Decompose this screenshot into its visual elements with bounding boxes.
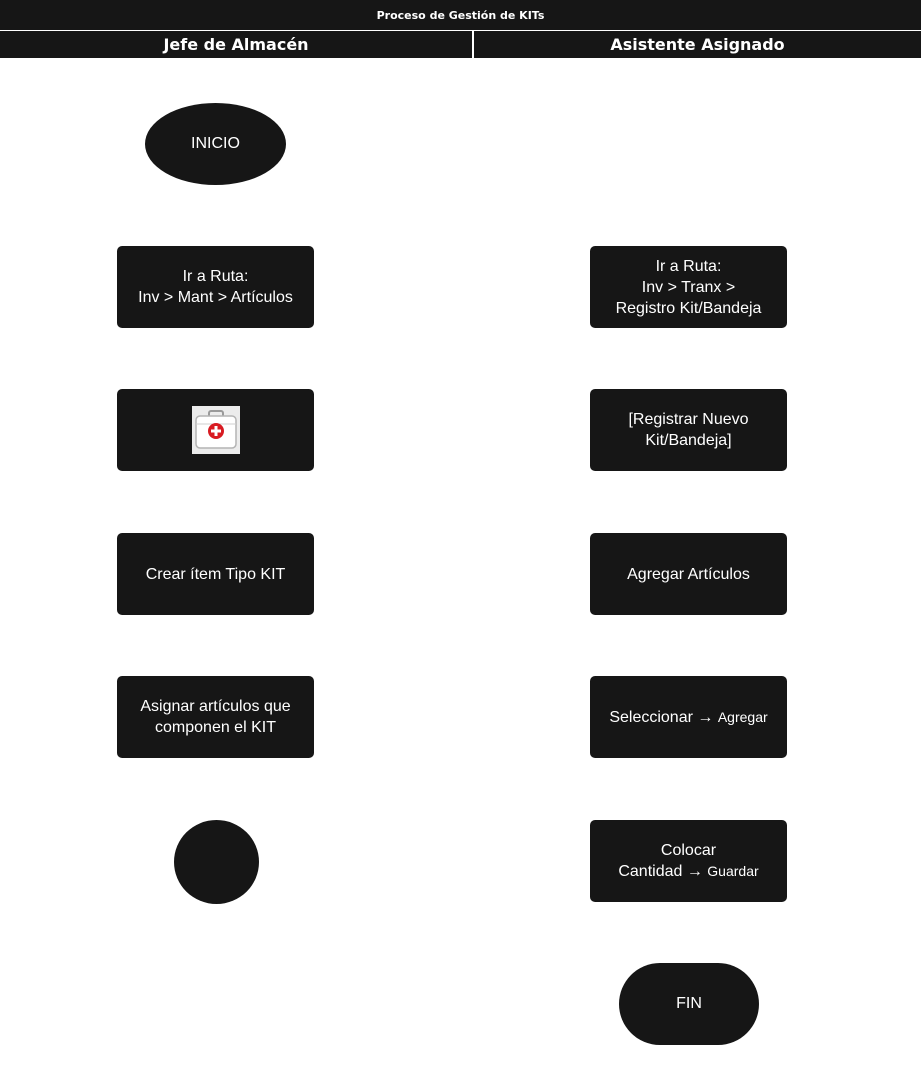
left-route-line1: Ir a Ruta:: [182, 268, 249, 285]
arrow-icon: →: [697, 708, 714, 726]
right-route-line3: Registro Kit/Bandeja: [615, 299, 762, 317]
save-label: Guardar: [707, 863, 759, 879]
right-route-line1: Ir a Ruta:: [655, 257, 722, 275]
register-kit-line1: [Registrar Nuevo: [628, 411, 749, 428]
end-circle: [174, 820, 259, 904]
arrow-icon: →: [686, 863, 703, 880]
start-label: INICIO: [191, 135, 240, 152]
select-label: Seleccionar: [609, 708, 693, 726]
left-route-line2: Inv > Mant > Artículos: [138, 289, 293, 306]
right-route-step: Ir a Ruta: Inv > Tranx > Registro Kit/Ba…: [590, 246, 787, 328]
lane-header-jefe-almacen: Jefe de Almacén: [0, 31, 474, 58]
create-kit-item-label: Crear ítem Tipo KIT: [145, 565, 286, 583]
add-label: Agregar: [717, 708, 768, 725]
assign-articles-line1: Asignar artículos que: [140, 698, 291, 715]
register-kit-line2: Kit/Bandeja]: [645, 432, 732, 449]
lane-header-asistente-asignado: Asistente Asignado: [474, 31, 921, 58]
start-node: INICIO: [145, 103, 286, 185]
end-node: FIN: [619, 963, 759, 1045]
create-kit-item-step: Crear ítem Tipo KIT: [117, 533, 314, 615]
select-add-step: Seleccionar → Agregar: [590, 676, 787, 758]
quantity-save-step: Colocar Cantidad → Guardar: [590, 820, 787, 902]
register-kit-step: [Registrar Nuevo Kit/Bandeja]: [590, 389, 787, 471]
kit-icon-step: [117, 389, 314, 471]
quantity-line1: Colocar: [660, 842, 717, 859]
quantity-label: Cantidad: [618, 863, 683, 880]
first-aid-kit-icon: [191, 406, 240, 454]
right-route-line2: Inv > Tranx >: [641, 278, 736, 296]
add-articles-step: Agregar Artículos: [590, 533, 787, 615]
assign-articles-step: Asignar artículos que componen el KIT: [117, 676, 314, 758]
add-articles-label: Agregar Artículos: [627, 565, 750, 583]
left-route-step: Ir a Ruta: Inv > Mant > Artículos: [117, 246, 314, 328]
end-label: FIN: [676, 995, 702, 1012]
diagram-title: Proceso de Gestión de KITs: [0, 0, 921, 31]
assign-articles-line2: componen el KIT: [155, 719, 276, 736]
